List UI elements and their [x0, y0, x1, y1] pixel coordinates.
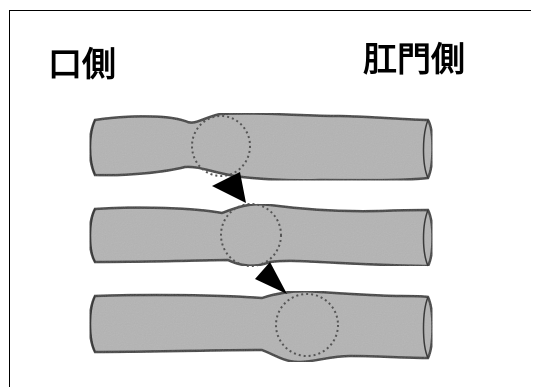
intestine-tube-3: [90, 291, 433, 362]
intestine-segment-1: [90, 113, 433, 180]
arrow-2-icon: [255, 262, 287, 294]
intestine-segment-3: [90, 291, 433, 362]
intestine-segment-2: [90, 204, 433, 266]
intestine-tube-2: [90, 204, 433, 266]
intestine-tube-1: [90, 113, 433, 180]
